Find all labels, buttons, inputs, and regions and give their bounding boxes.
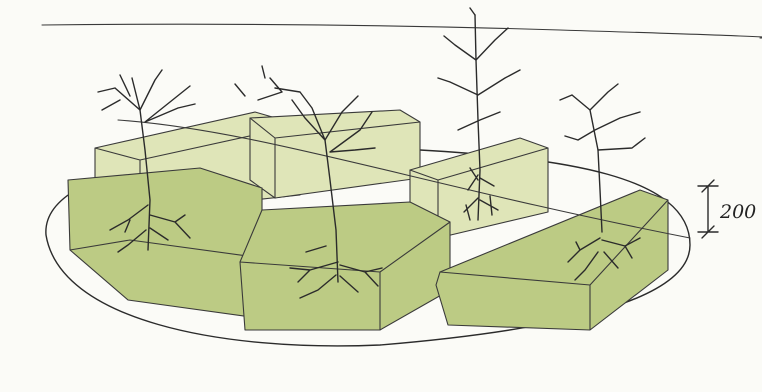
tree-4 <box>559 83 646 281</box>
tree-2 <box>234 65 383 299</box>
diagonal-guide-line <box>117 119 691 239</box>
dimension-marker <box>697 179 719 239</box>
dimension-label: 200 <box>719 201 756 223</box>
horizon-line <box>41 23 762 39</box>
tree-3 <box>437 7 521 221</box>
planter-back-middle <box>249 109 421 199</box>
tree-1 <box>97 69 196 253</box>
